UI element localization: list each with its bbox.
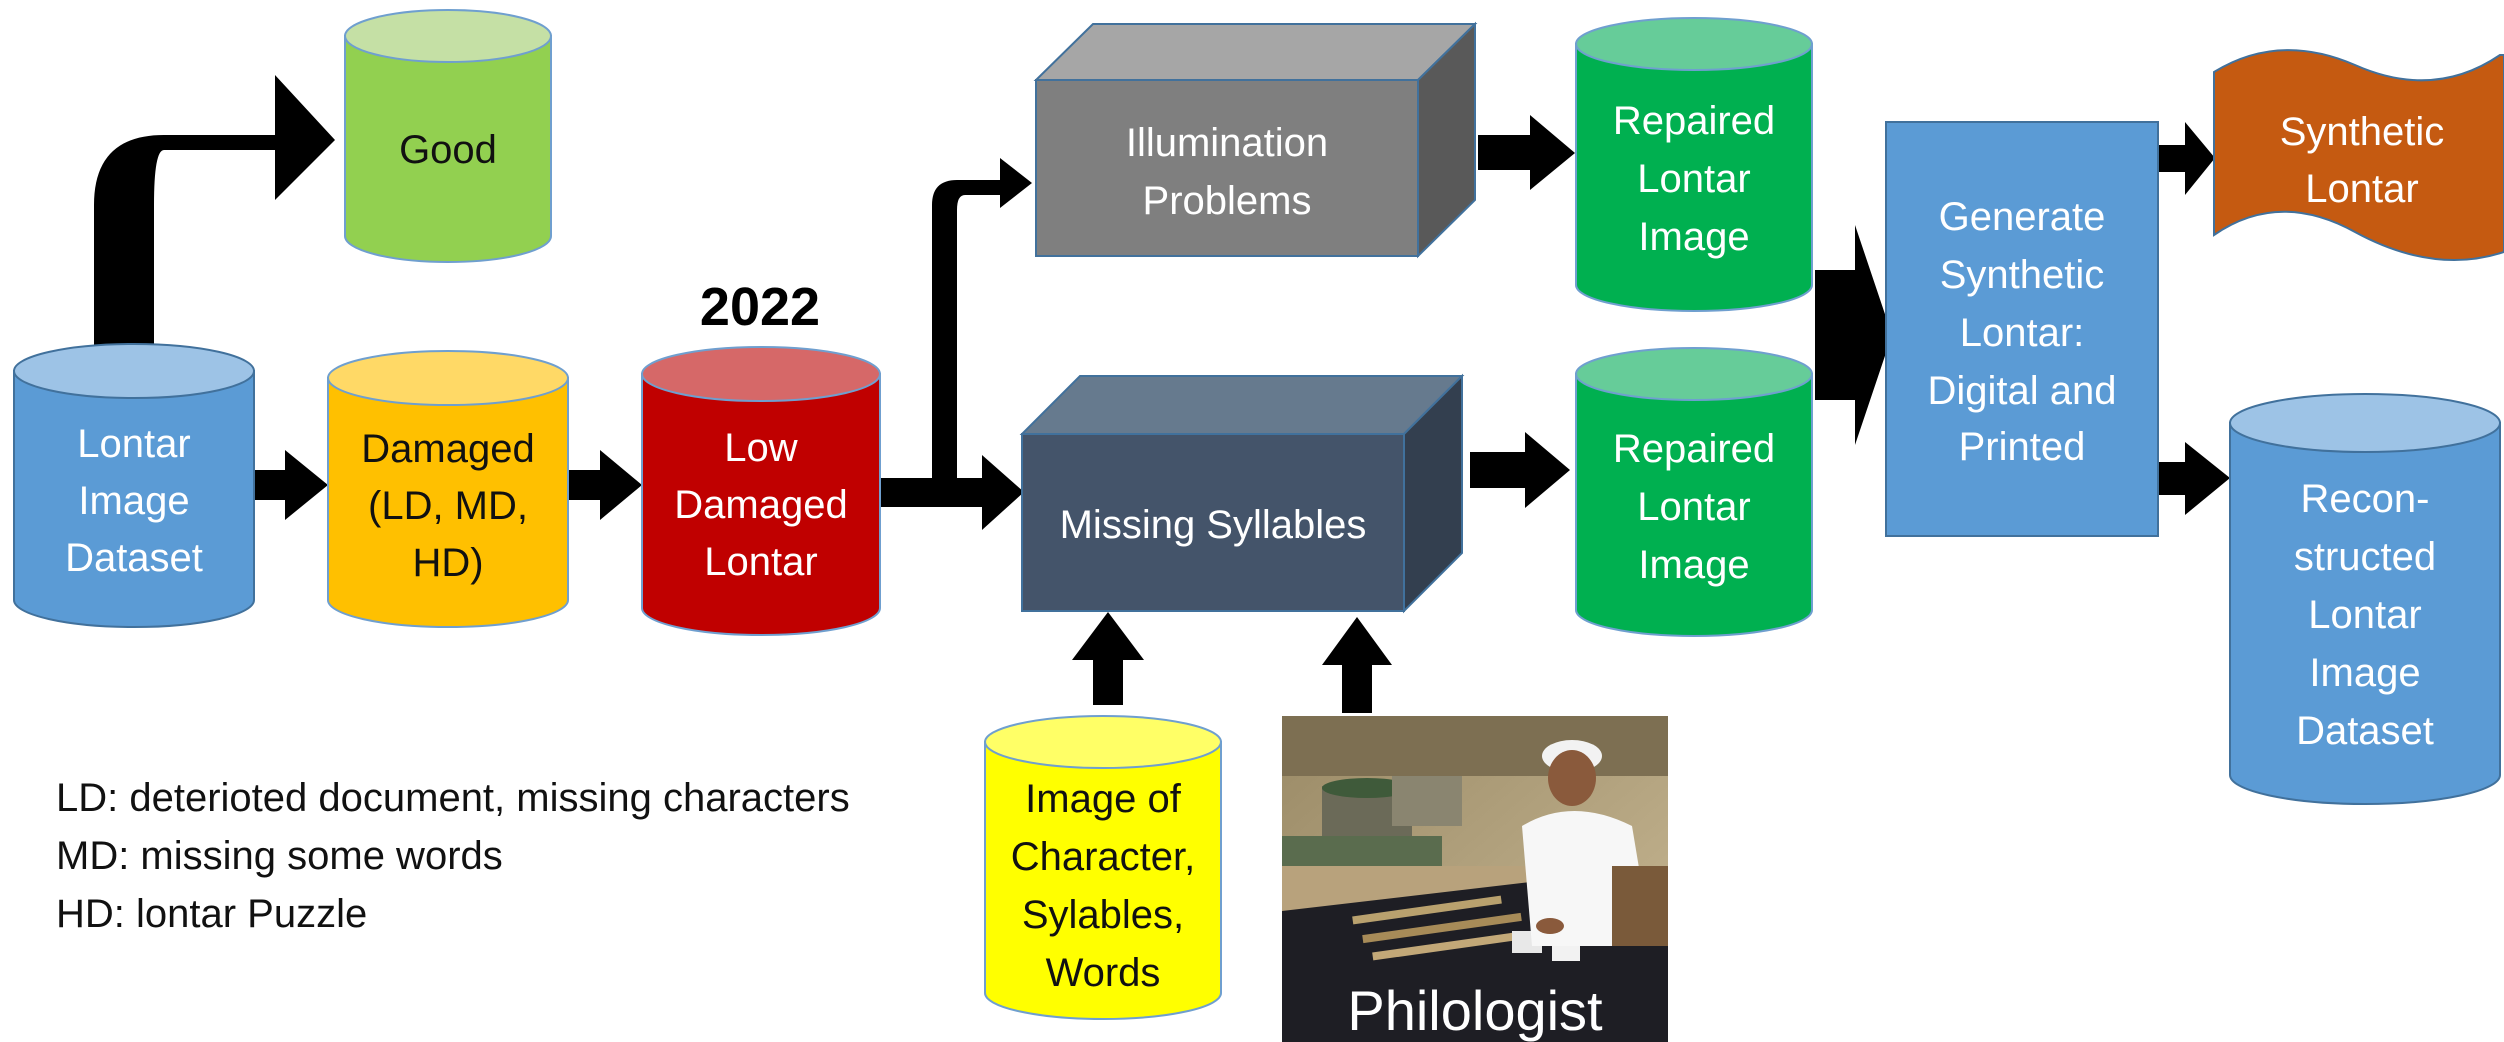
arrow-low-to-missing-icon: [878, 455, 1024, 530]
arrow-generate-to-synthetic-icon: [2158, 122, 2215, 195]
lontar-dataset-label-3: Dataset: [65, 536, 203, 580]
arrow-to-good-icon: [94, 75, 335, 345]
reconstructed-cylinder: Recon- structed Lontar Image Dataset: [2229, 393, 2501, 805]
lontar-dataset-label-1: Lontar: [77, 422, 190, 466]
damaged-cylinder: Damaged (LD, MD, HD): [327, 350, 569, 628]
repaired-bottom-cylinder: Repaired Lontar Image: [1575, 347, 1813, 637]
image-of-characters-cylinder: Image of Character, Sylables, Words: [984, 715, 1222, 1020]
generate-box: Generate Synthetic Lontar: Digital and P…: [1885, 121, 2159, 537]
lontar-dataset-label-2: Image: [78, 479, 189, 523]
damaged-label-3: HD): [412, 541, 483, 585]
reconstructed-label-3: Lontar: [2308, 593, 2421, 637]
image-of-label-3: Sylables,: [1022, 893, 1184, 937]
lontar-dataset-cylinder: Lontar Image Dataset: [13, 343, 255, 628]
arrow-low-to-illumination-icon: [932, 158, 1032, 480]
arrow-merge-to-generate-icon: [1815, 225, 1892, 445]
philologist-label: Philologist: [1347, 979, 1603, 1042]
arrow-missing-to-repaired-icon: [1470, 432, 1570, 508]
image-of-label-1: Image of: [1025, 777, 1182, 821]
low-damaged-label-2: Damaged: [674, 483, 847, 527]
arrow-philologist-to-missing-icon: [1322, 617, 1392, 713]
good-label: Good: [399, 128, 497, 172]
low-damaged-label-3: Lontar: [704, 540, 817, 584]
arrow-image-to-missing-icon: [1072, 612, 1144, 705]
philologist-photo: Philologist: [1282, 716, 1668, 1042]
illumination-label-1: Illumination: [1126, 121, 1328, 165]
generate-label-1: Generate: [1939, 195, 2106, 239]
reconstructed-label-5: Dataset: [2296, 709, 2434, 753]
reconstructed-label-1: Recon-: [2301, 477, 2430, 521]
illumination-box: Illumination Problems: [1033, 21, 1478, 259]
year-label: 2022: [700, 277, 820, 337]
good-cylinder: Good: [344, 9, 552, 263]
generate-label-3: Lontar:: [1960, 311, 2085, 355]
legend-hd: HD: lontar Puzzle: [56, 892, 368, 936]
repaired-bottom-label-1: Repaired: [1613, 427, 1775, 471]
arrows: [94, 75, 2230, 713]
repaired-top-label-3: Image: [1638, 215, 1749, 259]
image-of-label-2: Character,: [1011, 835, 1196, 879]
reconstructed-label-2: structed: [2294, 535, 2436, 579]
generate-label-2: Synthetic: [1940, 253, 2105, 297]
missing-syllables-box: Missing Syllables: [1019, 373, 1465, 614]
generate-label-5: Printed: [1959, 425, 2086, 469]
arrow-lontar-to-damaged-icon: [252, 450, 328, 520]
generate-label-4: Digital and: [1927, 369, 2116, 413]
damaged-label-2: (LD, MD,: [368, 484, 528, 528]
low-damaged-label-1: Low: [724, 426, 797, 470]
repaired-top-label-2: Lontar: [1637, 157, 1750, 201]
synthetic-lontar-wave: Synthetic Lontar: [2213, 49, 2504, 261]
damaged-label-1: Damaged: [361, 427, 534, 471]
arrow-generate-to-reconstructed-icon: [2150, 442, 2230, 515]
synthetic-label-1: Synthetic: [2280, 110, 2445, 154]
repaired-bottom-label-3: Image: [1638, 543, 1749, 587]
illumination-label-2: Problems: [1143, 179, 1312, 223]
repaired-top-label-1: Repaired: [1613, 99, 1775, 143]
legend-md: MD: missing some words: [56, 834, 503, 878]
low-damaged-cylinder: Low Damaged Lontar: [641, 346, 881, 636]
reconstructed-label-4: Image: [2309, 651, 2420, 695]
arrow-damaged-to-low-icon: [568, 450, 642, 520]
missing-syllables-label: Missing Syllables: [1060, 503, 1367, 547]
legend-ld: LD: deterioted document, missing charact…: [56, 776, 850, 820]
synthetic-label-2: Lontar: [2305, 167, 2418, 211]
arrow-illum-to-repaired-icon: [1478, 115, 1575, 190]
repaired-top-cylinder: Repaired Lontar Image: [1575, 17, 1813, 312]
image-of-label-4: Words: [1046, 951, 1161, 995]
repaired-bottom-label-2: Lontar: [1637, 485, 1750, 529]
